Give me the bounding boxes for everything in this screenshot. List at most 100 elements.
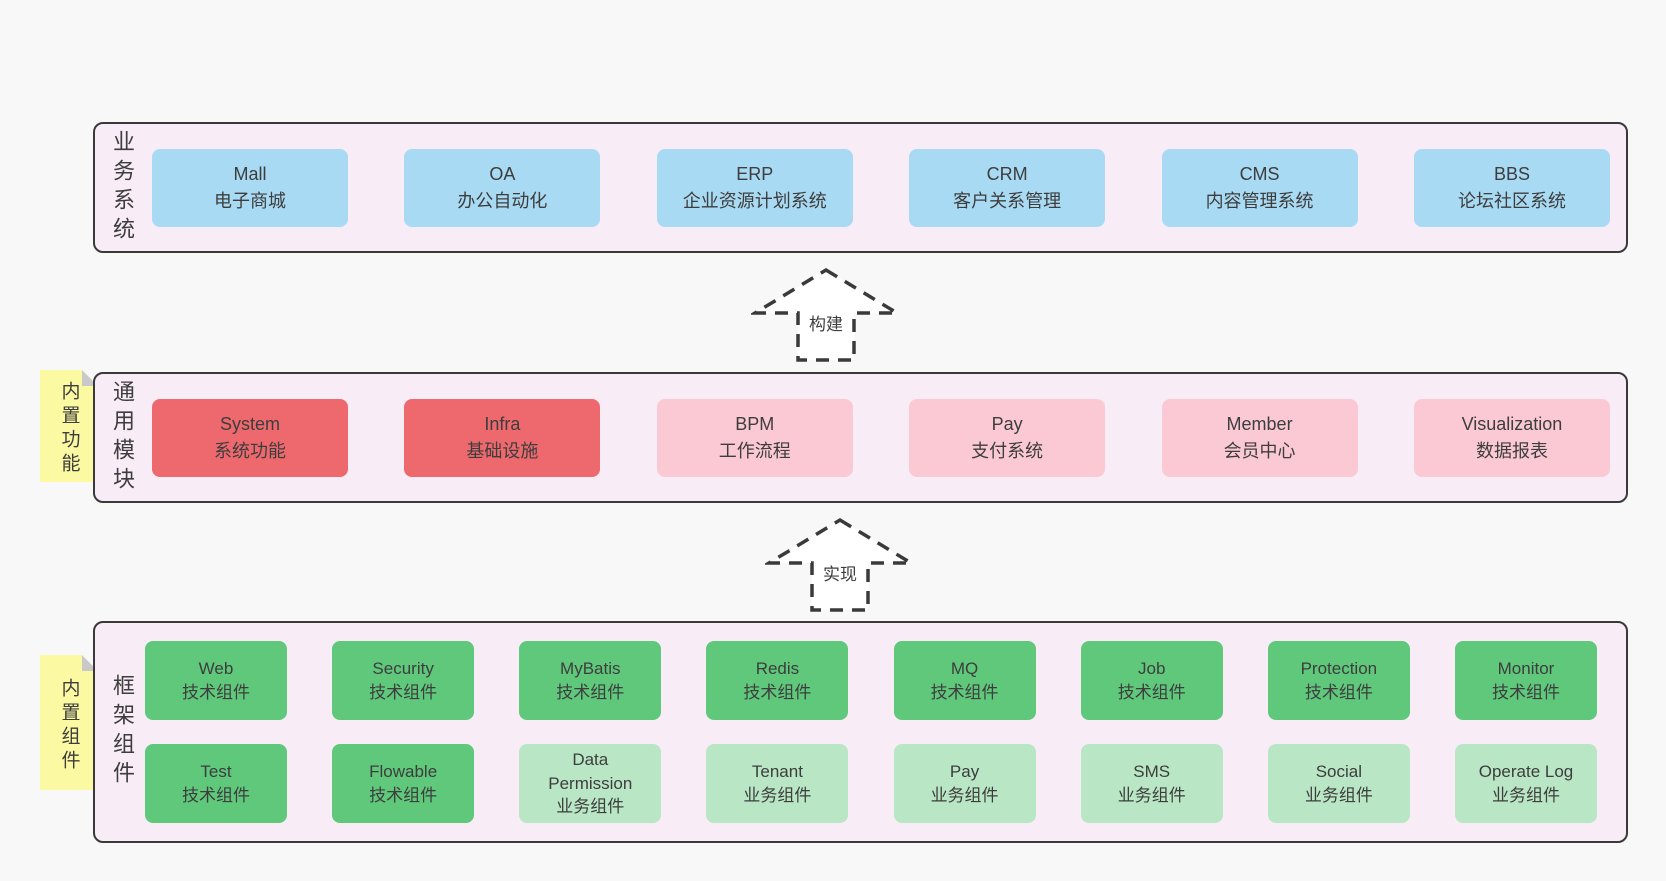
module-box-bbs: BBS 论坛社区系统 <box>1413 148 1610 227</box>
module-subtitle: 支付系统 <box>971 440 1044 461</box>
module-box-mybatis: MyBatis 技术组件 <box>519 641 662 720</box>
module-name: Redis <box>755 659 800 679</box>
band-label: 通用模块 <box>110 379 135 496</box>
module-subtitle: 会员中心 <box>1223 440 1296 461</box>
module-box-erp: ERP 企业资源计划系统 <box>656 148 853 227</box>
module-name: Operate Log <box>1478 762 1574 782</box>
band-label: 业务系统 <box>110 129 135 246</box>
module-name: Mall <box>233 164 267 185</box>
module-box-mq: MQ 技术组件 <box>893 641 1036 720</box>
module-box-data-permission: Data Permission 业务组件 <box>519 744 662 823</box>
module-name: Tenant <box>751 762 803 782</box>
band-common-modules: 通用模块 System 系统功能 Infra 基础设施 BPM 工作流程 Pay 支付系统 Me… <box>93 372 1628 503</box>
module-name: System <box>219 414 280 435</box>
module-subtitle: 技术组件 <box>930 682 999 702</box>
module-subtitle: 技术组件 <box>182 682 250 702</box>
module-name: MQ <box>950 659 979 679</box>
module-name: Pay <box>991 414 1023 435</box>
module-subtitle: 业务组件 <box>930 785 999 805</box>
module-box-crm: CRM 客户关系管理 <box>909 148 1106 227</box>
module-box-flowable: Flowable 技术组件 <box>332 744 475 823</box>
module-box-bpm: BPM 工作流程 <box>656 398 853 477</box>
module-box-job: Job 技术组件 <box>1080 641 1223 720</box>
sticky-note-label: 内置功能 <box>58 381 80 477</box>
sticky-note-built-in-functions: 内置功能 <box>40 370 98 482</box>
module-name: SMS <box>1133 762 1171 782</box>
module-subtitle: 业务组件 <box>1304 785 1373 805</box>
module-name: Flowable <box>369 762 438 782</box>
module-name: Data Permission <box>548 750 633 793</box>
module-subtitle: 技术组件 <box>556 682 625 702</box>
module-box-monitor: Monitor 技术组件 <box>1454 641 1597 720</box>
module-subtitle: 系统功能 <box>214 440 286 461</box>
module-subtitle: 基础设施 <box>466 440 539 461</box>
module-box-system: System 系统功能 <box>152 398 348 477</box>
module-subtitle: 技术组件 <box>743 682 812 702</box>
module-name: Pay <box>949 762 980 782</box>
module-box-operate-log: Operate Log 业务组件 <box>1454 744 1597 823</box>
module-box-visualization: Visualization 数据报表 <box>1413 398 1610 477</box>
module-name: Job <box>1137 659 1166 679</box>
module-row: System 系统功能 Infra 基础设施 BPM 工作流程 Pay 支付系统 Member 会… <box>152 398 1610 477</box>
sticky-note-label: 内置组件 <box>58 677 80 774</box>
module-box-social: Social 业务组件 <box>1267 744 1410 823</box>
arrow-implement: 实现 <box>765 516 915 614</box>
module-box-pay: Pay 业务组件 <box>893 744 1036 823</box>
module-subtitle: 业务组件 <box>1491 785 1560 805</box>
module-box-pay: Pay 支付系统 <box>909 398 1106 477</box>
module-subtitle: 客户关系管理 <box>953 190 1062 211</box>
module-subtitle: 业务组件 <box>743 785 812 805</box>
arrow-label: 构建 <box>806 310 846 335</box>
module-name: CRM <box>986 164 1028 185</box>
module-name: BPM <box>735 414 775 435</box>
module-name: MyBatis <box>560 659 621 679</box>
module-name: ERP <box>736 164 774 185</box>
module-subtitle: 技术组件 <box>1491 682 1560 702</box>
module-subtitle: 技术组件 <box>1117 682 1186 702</box>
band-label: 框架组件 <box>110 674 135 790</box>
module-name: BBS <box>1493 164 1530 185</box>
module-subtitle: 企业资源计划系统 <box>682 190 827 211</box>
module-name: Monitor <box>1497 659 1555 679</box>
module-name: Web <box>198 659 234 679</box>
module-box-web: Web 技术组件 <box>145 641 287 720</box>
module-subtitle: 电子商城 <box>214 190 286 211</box>
module-name: Security <box>372 659 434 679</box>
module-box-infra: Infra 基础设施 <box>404 398 601 477</box>
module-box-security: Security 技术组件 <box>332 641 475 720</box>
module-subtitle: 工作流程 <box>718 440 791 461</box>
arrow-build: 构建 <box>751 266 901 364</box>
module-subtitle: 数据报表 <box>1475 440 1548 461</box>
module-subtitle: 技术组件 <box>182 785 250 805</box>
module-subtitle: 技术组件 <box>369 682 438 702</box>
module-box-member: Member 会员中心 <box>1161 398 1358 477</box>
module-subtitle: 内容管理系统 <box>1205 190 1314 211</box>
module-subtitle: 业务组件 <box>556 797 625 817</box>
module-box-mall: Mall 电子商城 <box>152 148 348 227</box>
module-name: CMS <box>1239 164 1280 185</box>
module-name: Social <box>1315 762 1362 782</box>
module-box-redis: Redis 技术组件 <box>706 641 849 720</box>
module-name: Member <box>1226 414 1293 435</box>
module-subtitle: 论坛社区系统 <box>1457 190 1566 211</box>
module-name: Visualization <box>1461 414 1563 435</box>
module-subtitle: 技术组件 <box>369 785 438 805</box>
module-box-cms: CMS 内容管理系统 <box>1161 148 1358 227</box>
module-box-tenant: Tenant 业务组件 <box>706 744 849 823</box>
module-name: Protection <box>1300 659 1378 679</box>
module-name: OA <box>489 164 516 185</box>
sticky-note-built-in-components: 内置组件 <box>40 655 98 790</box>
module-name: Infra <box>484 414 521 435</box>
band-rows: System 系统功能 Infra 基础设施 BPM 工作流程 Pay 支付系统 Member 会… <box>95 374 1626 501</box>
